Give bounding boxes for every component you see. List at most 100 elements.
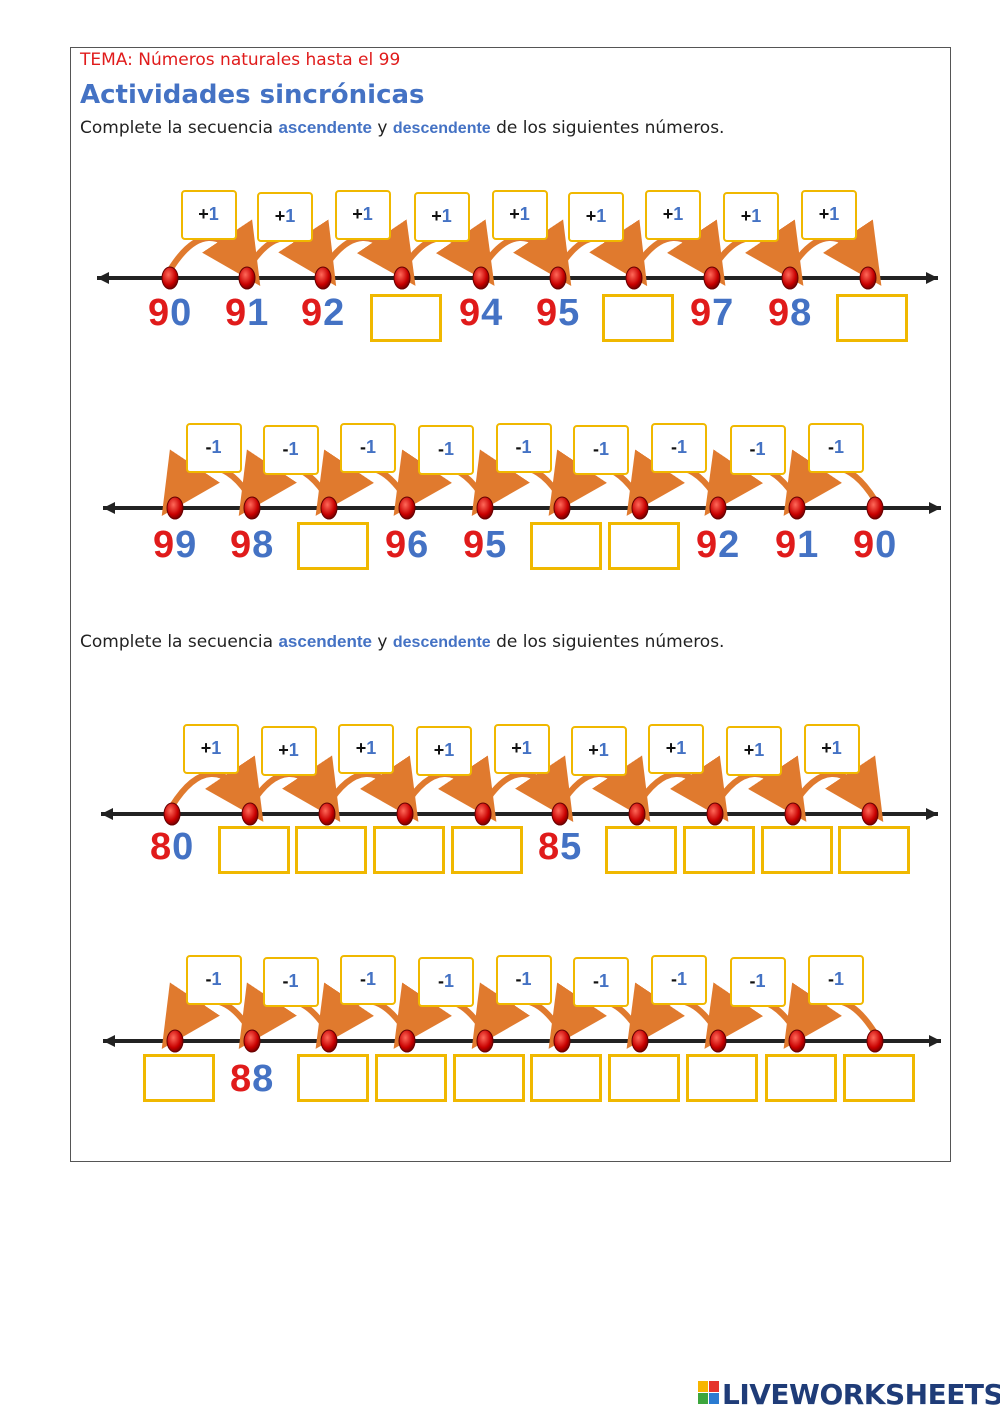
instruction-mid: y bbox=[377, 118, 388, 138]
tens-digit: 9 bbox=[225, 292, 248, 334]
operation-label: -1 bbox=[340, 437, 396, 458]
operation-label: -1 bbox=[651, 437, 707, 458]
units-digit: 8 bbox=[790, 292, 813, 334]
operation-value: 1 bbox=[211, 969, 222, 989]
operation-sign: - bbox=[359, 437, 366, 457]
answer-box[interactable] bbox=[453, 1054, 525, 1102]
number-point bbox=[553, 496, 571, 520]
answer-box[interactable] bbox=[218, 826, 290, 874]
tens-digit: 9 bbox=[153, 524, 176, 566]
jump-arrow bbox=[247, 755, 341, 822]
operation-label: -1 bbox=[263, 439, 319, 460]
units-digit: 5 bbox=[560, 826, 583, 868]
operation-box bbox=[418, 425, 474, 475]
line-end-arrow bbox=[929, 1035, 941, 1047]
answer-box[interactable] bbox=[530, 522, 602, 570]
answer-box[interactable] bbox=[608, 1054, 680, 1102]
answer-box[interactable] bbox=[765, 1054, 837, 1102]
tens-digit: 9 bbox=[768, 292, 791, 334]
number-point bbox=[625, 266, 643, 290]
operation-box bbox=[338, 724, 394, 774]
number-point bbox=[163, 802, 181, 826]
answer-box[interactable] bbox=[373, 826, 445, 874]
operation-value: 1 bbox=[365, 437, 376, 457]
number-point bbox=[859, 266, 877, 290]
operation-sign: - bbox=[437, 439, 444, 459]
operation-box bbox=[723, 192, 779, 242]
liveworksheets-logo-icon bbox=[698, 1381, 720, 1405]
operation-box bbox=[726, 726, 782, 776]
instruction-mid: y bbox=[377, 632, 388, 652]
instruction-suffix: de los siguientes números. bbox=[496, 632, 725, 652]
answer-box[interactable] bbox=[375, 1054, 447, 1102]
jump-arrow bbox=[478, 219, 572, 286]
operation-label: -1 bbox=[186, 437, 242, 458]
jump-arrow bbox=[399, 219, 495, 286]
jump-arrow bbox=[783, 982, 878, 1049]
number-point bbox=[320, 496, 338, 520]
operation-value: 1 bbox=[441, 206, 452, 226]
operation-label: -1 bbox=[418, 971, 474, 992]
number-point bbox=[631, 496, 649, 520]
operation-sign: + bbox=[274, 206, 286, 226]
answer-box[interactable] bbox=[686, 1054, 758, 1102]
number-point bbox=[709, 1029, 727, 1053]
answer-box[interactable] bbox=[297, 1054, 369, 1102]
operation-sign: + bbox=[818, 204, 830, 224]
given-number: 90 bbox=[853, 524, 897, 567]
operation-value: 1 bbox=[519, 204, 530, 224]
answer-box[interactable] bbox=[297, 522, 369, 570]
operation-value: 1 bbox=[755, 439, 766, 459]
operation-box bbox=[257, 192, 313, 242]
answer-box[interactable] bbox=[608, 522, 680, 570]
given-number: 98 bbox=[230, 524, 274, 567]
number-point bbox=[398, 1029, 416, 1053]
instruction-desc: descendente bbox=[392, 120, 491, 137]
operation-value: 1 bbox=[831, 738, 842, 758]
number-point bbox=[474, 802, 492, 826]
units-digit: 5 bbox=[558, 292, 581, 334]
line-end-arrow bbox=[97, 272, 109, 284]
answer-box[interactable] bbox=[605, 826, 677, 874]
operation-sign: - bbox=[670, 437, 677, 457]
number-point bbox=[788, 1029, 806, 1053]
answer-box[interactable] bbox=[843, 1054, 915, 1102]
given-number: 91 bbox=[775, 524, 819, 567]
tens-digit: 9 bbox=[696, 524, 719, 566]
operation-sign: + bbox=[511, 738, 522, 758]
jump-arrow bbox=[324, 755, 419, 822]
operation-box bbox=[495, 423, 552, 473]
operation-value: 1 bbox=[676, 969, 687, 989]
operation-label: -1 bbox=[573, 971, 629, 992]
operation-value: 1 bbox=[755, 971, 766, 991]
answer-box[interactable] bbox=[143, 1054, 215, 1102]
operation-sign: - bbox=[205, 969, 212, 989]
answer-box[interactable] bbox=[836, 294, 908, 342]
operation-label: -1 bbox=[186, 969, 242, 990]
units-digit: 0 bbox=[170, 292, 193, 334]
instruction-1: Complete la secuencia ascendente y desce… bbox=[80, 118, 724, 138]
answer-box[interactable] bbox=[295, 826, 367, 874]
operation-sign: - bbox=[749, 971, 756, 991]
answer-box[interactable] bbox=[683, 826, 755, 874]
operation-value: 1 bbox=[833, 969, 844, 989]
answer-box[interactable] bbox=[602, 294, 674, 342]
operation-label: -1 bbox=[808, 437, 864, 458]
answer-box[interactable] bbox=[451, 826, 523, 874]
operation-sign: - bbox=[437, 971, 444, 991]
answer-box[interactable] bbox=[761, 826, 833, 874]
operation-sign: + bbox=[665, 738, 677, 758]
given-number: 97 bbox=[690, 292, 734, 335]
operation-sign: + bbox=[278, 740, 289, 760]
jump-arrow bbox=[320, 219, 416, 286]
operation-value: 1 bbox=[285, 206, 296, 226]
answer-box[interactable] bbox=[370, 294, 442, 342]
number-point bbox=[320, 1029, 338, 1053]
answer-box[interactable] bbox=[838, 826, 910, 874]
operation-sign: - bbox=[205, 437, 212, 457]
answer-box[interactable] bbox=[530, 1054, 602, 1102]
number-point bbox=[241, 802, 259, 826]
units-digit: 8 bbox=[252, 1058, 275, 1100]
number-point bbox=[314, 266, 332, 290]
units-digit: 0 bbox=[875, 524, 898, 566]
